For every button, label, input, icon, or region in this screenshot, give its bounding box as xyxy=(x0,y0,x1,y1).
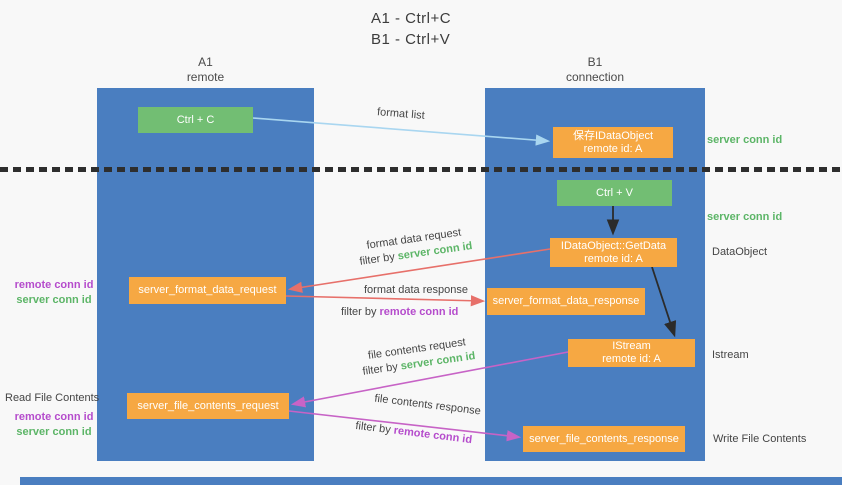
save-idataobject-line1: 保存IDataObject xyxy=(572,129,654,142)
node-istream: IStream remote id: A xyxy=(568,339,695,367)
node-ctrl-v: Ctrl + V xyxy=(557,180,672,206)
lane-header-b1: B1 connection xyxy=(485,55,705,85)
title-line-a1: A1 - Ctrl+C xyxy=(371,10,452,27)
server-format-data-response-label: server_format_data_response xyxy=(492,295,640,307)
title-line-b1: B1 - Ctrl+V xyxy=(371,31,451,48)
istream-annotation: Istream xyxy=(712,349,749,361)
server-file-contents-response-label: server_file_contents_response xyxy=(529,432,679,445)
server-format-data-request-label: server_format_data_request xyxy=(138,284,277,296)
lane-a1-name: A1 xyxy=(198,55,213,69)
node-ctrl-c: Ctrl + C xyxy=(138,107,253,133)
getdata-line2: remote id: A xyxy=(584,252,643,265)
node-server-file-contents-response: server_file_contents_response xyxy=(523,426,685,452)
arrow-format-list xyxy=(252,117,551,146)
filter-by-remote-conn-id: filter by remote conn id xyxy=(341,306,459,318)
lane-a1-role: remote xyxy=(186,70,225,84)
server-conn-id-annotation-top: server conn id xyxy=(707,134,783,146)
remote-conn-id-left-top: remote conn id xyxy=(14,279,94,291)
node-server-format-data-request: server_format_data_request xyxy=(129,277,286,304)
server-conn-id-left-bottom: server conn id xyxy=(16,426,92,438)
server-file-contents-request-label: server_file_contents_request xyxy=(137,399,279,412)
arrow-file-contents-request xyxy=(290,351,569,408)
server-conn-id-left-top: server conn id xyxy=(16,294,92,306)
lane-b1-role: connection xyxy=(565,70,625,84)
lane-header-a1: A1 remote xyxy=(97,55,314,85)
arrow-file-contents-response xyxy=(288,410,522,442)
left-conn-id-annotation-top: remote conn id server conn id xyxy=(8,278,100,308)
read-file-contents-annotation: Read File Contents xyxy=(5,392,100,404)
bottom-partial-lane xyxy=(20,477,842,485)
arrow-getdata-to-istream xyxy=(651,266,677,338)
arrow-format-data-request xyxy=(287,248,551,293)
getdata-line1: IDataObject::GetData xyxy=(560,239,667,252)
write-file-contents-annotation: Write File Contents xyxy=(713,433,807,445)
server-conn-id-annotation-mid: server conn id xyxy=(707,211,783,223)
node-server-file-contents-request: server_file_contents_request xyxy=(127,393,289,419)
node-server-format-data-response: server_format_data_response xyxy=(487,288,645,315)
node-save-idataobject: 保存IDataObject remote id: A xyxy=(553,127,673,158)
format-data-response-label: format data response xyxy=(364,284,468,296)
phase-divider-dotted-line xyxy=(0,167,842,172)
remote-conn-id-left-bottom: remote conn id xyxy=(14,411,94,423)
ctrl-v-label: Ctrl + V xyxy=(596,186,633,199)
lane-b1-name: B1 xyxy=(587,55,603,69)
node-idataobject-getdata: IDataObject::GetData remote id: A xyxy=(550,238,677,267)
left-conn-id-annotation-bottom: remote conn id server conn id xyxy=(8,410,100,440)
diagram-title: A1 - Ctrl+C B1 - Ctrl+V xyxy=(371,8,451,50)
remote-conn-id-highlight: remote conn id xyxy=(379,306,459,318)
dataobject-annotation: DataObject xyxy=(712,246,768,258)
ctrl-c-label: Ctrl + C xyxy=(176,113,215,126)
istream-line1: IStream xyxy=(612,340,651,352)
arrow-format-data-response xyxy=(285,295,486,307)
save-idataobject-line2: remote id: A xyxy=(583,142,643,155)
istream-line2: remote id: A xyxy=(602,353,661,365)
